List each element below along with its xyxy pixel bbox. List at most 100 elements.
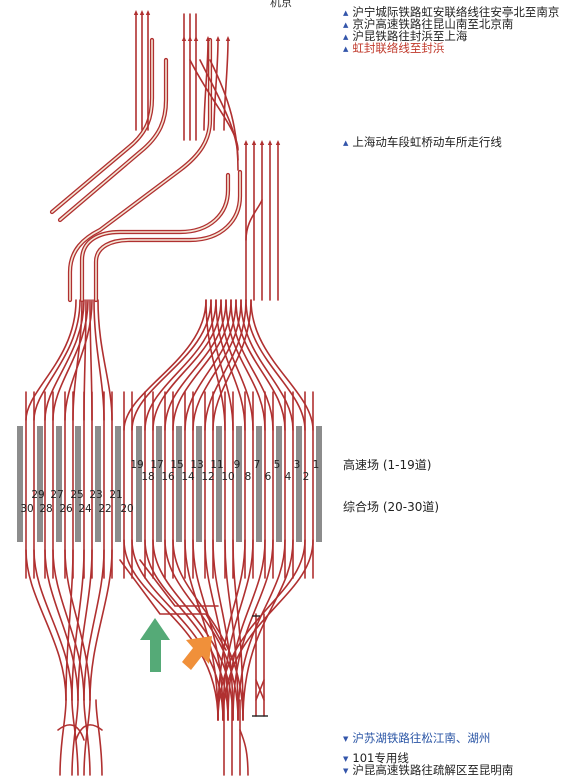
hs-throat-north — [184, 299, 237, 431]
hs-throat-north — [230, 299, 274, 431]
note-north-1: ▲沪宁城际铁路虹安联络线往安亭北至南京 — [343, 5, 560, 19]
double-track-inner — [95, 171, 241, 301]
double-track-inner — [69, 39, 211, 301]
track-arrowheads — [133, 10, 281, 717]
combined-throat-north — [93, 299, 105, 421]
track-label-26: 26 — [59, 503, 73, 515]
hs-throat-north — [144, 299, 217, 431]
track-label-22: 22 — [98, 503, 111, 515]
track-label-7: 7 — [254, 459, 261, 471]
hs-north-approach — [93, 169, 243, 303]
hs-throat-north — [225, 299, 266, 431]
hs-throat-north — [164, 299, 227, 431]
triangle-up-icon: ▲ — [343, 33, 349, 41]
combined-throat-north — [89, 299, 93, 421]
shanghai-line — [223, 39, 229, 131]
triangle-down-icon: ▼ — [343, 767, 349, 775]
spur-crossover — [255, 679, 265, 701]
track-arrow-up-icon — [243, 140, 249, 145]
note-south-2: ▼101专用线 — [343, 751, 409, 765]
track-arrow-up-icon — [215, 36, 221, 41]
platform-bar — [95, 426, 101, 542]
note-north-4: ▲虹封联络线至封浜 — [343, 41, 445, 55]
shanghai-line — [213, 39, 219, 131]
note-south-3: ▼沪昆高速铁路往疏解区至昆明南 — [343, 763, 514, 777]
track-label-16: 16 — [161, 471, 175, 483]
combined-throat-north — [72, 299, 83, 421]
hs-throat-south — [184, 539, 219, 721]
top-cut-label: 机京 — [270, 0, 292, 9]
combined-throat-south — [89, 549, 113, 701]
track-arrow-up-icon — [133, 10, 139, 15]
platform-bar — [256, 426, 262, 542]
link-curve — [209, 59, 239, 171]
track-label-2: 2 — [303, 471, 310, 483]
platform-bar — [37, 426, 43, 542]
track-label-30: 30 — [20, 503, 33, 515]
track-label-6: 6 — [265, 471, 272, 483]
hs-throat-north — [152, 299, 222, 431]
note-north-3: ▲沪昆铁路往封浜至上海 — [343, 29, 468, 43]
track-arrow-up-icon — [139, 10, 145, 15]
hs-throat-north — [250, 299, 314, 431]
kunming-curve — [239, 729, 249, 776]
track-label-5: 5 — [274, 459, 281, 471]
track-label-10: 10 — [221, 471, 234, 483]
platform-bar — [216, 426, 222, 542]
track-label-8: 8 — [245, 471, 252, 483]
track-label-24: 24 — [78, 503, 92, 515]
track-label-25: 25 — [70, 489, 83, 501]
combined-throat-south — [33, 549, 73, 701]
platform-bar — [115, 426, 121, 542]
platform-bar — [236, 426, 242, 542]
green-up-arrow-icon — [140, 618, 170, 672]
hs-throat-north — [204, 299, 247, 431]
track-label-11: 11 — [210, 459, 223, 471]
platform-bar — [196, 426, 202, 542]
south-loop — [75, 724, 103, 741]
link-curve — [189, 59, 239, 151]
platform-bar — [276, 426, 282, 542]
platform-bar — [156, 426, 162, 542]
hs-throat-north — [212, 299, 252, 431]
hs-throat-north — [220, 299, 254, 431]
hs-throat-north — [172, 299, 232, 431]
combined-throat-north — [25, 299, 77, 421]
track-arrow-up-icon — [275, 140, 281, 145]
track-label-9: 9 — [234, 459, 241, 471]
track-label-29: 29 — [31, 489, 44, 501]
track-label-28: 28 — [39, 503, 52, 515]
triangle-up-icon: ▲ — [343, 45, 349, 53]
track-label-4: 4 — [285, 471, 292, 483]
hs-throat-north — [131, 299, 212, 431]
track-arrow-up-icon — [259, 140, 265, 145]
track-label-12: 12 — [201, 471, 214, 483]
platforms — [17, 426, 322, 542]
hs-throat-north — [192, 299, 242, 431]
songjiang-line — [95, 699, 103, 776]
note-south-1[interactable]: ▼沪苏湖铁路往松江南、湖州 — [343, 731, 491, 745]
track-label-19: 19 — [130, 459, 143, 471]
track-arrow-up-icon — [205, 36, 211, 41]
platform-bar — [316, 426, 322, 542]
track-label-23: 23 — [89, 489, 102, 501]
track-arrow-up-icon — [251, 140, 257, 145]
combined-throat-south — [25, 549, 67, 701]
track-arrow-up-icon — [181, 36, 187, 41]
track-label-17: 17 — [150, 459, 163, 471]
triangle-up-icon: ▲ — [343, 139, 349, 147]
platform-bar — [17, 426, 23, 542]
combined-throat-south — [52, 549, 85, 701]
hs-throat-south — [217, 539, 306, 721]
hs-throat-south — [212, 539, 234, 721]
track-arrow-up-icon — [193, 36, 199, 41]
double-track-inner — [59, 59, 167, 221]
tracks — [25, 13, 314, 776]
double-track-inner — [81, 174, 229, 301]
track-arrow-up-icon — [187, 36, 193, 41]
songjiang-line — [71, 699, 79, 776]
hs-throat-north — [215, 299, 246, 431]
track-arrow-up-icon — [267, 140, 273, 145]
north-approach — [67, 37, 213, 303]
